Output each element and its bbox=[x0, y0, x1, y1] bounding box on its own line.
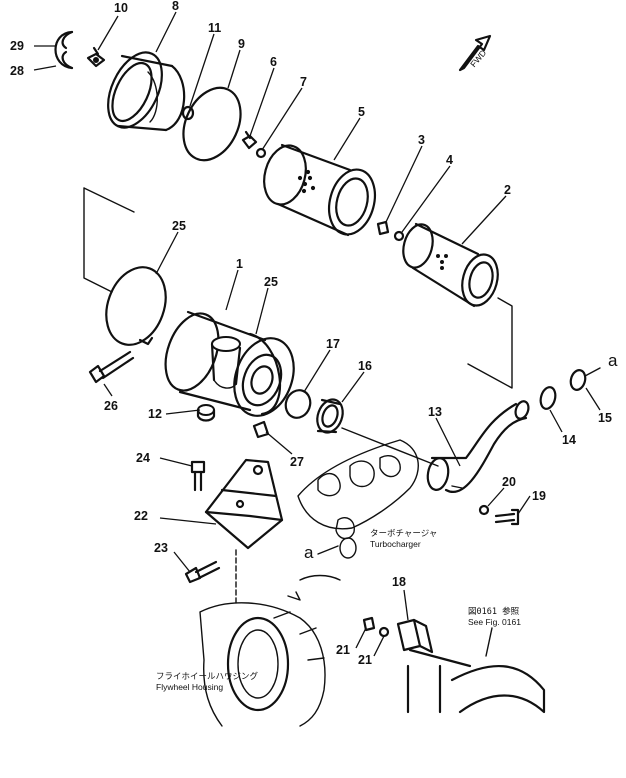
callout-27: 27 bbox=[290, 455, 304, 469]
callout-28: 28 bbox=[10, 64, 24, 78]
callout-15: 15 bbox=[598, 411, 612, 425]
callout-7: 7 bbox=[300, 75, 307, 89]
wing-nut-part-6 bbox=[241, 130, 258, 150]
hose-part-16 bbox=[316, 398, 344, 434]
callout-3: 3 bbox=[418, 133, 425, 147]
valve-part-27 bbox=[252, 420, 270, 439]
leader-lines bbox=[33, 11, 601, 657]
callout-17: 17 bbox=[326, 337, 340, 351]
callout-5: 5 bbox=[358, 105, 365, 119]
bolt-part-19 bbox=[494, 508, 520, 526]
bolt-part-23 bbox=[184, 560, 221, 584]
callout-23: 23 bbox=[154, 541, 168, 555]
callout-18: 18 bbox=[392, 575, 406, 589]
bracket-part-22 bbox=[204, 458, 284, 550]
svg-text:FWD: FWD bbox=[468, 48, 488, 69]
washer-part-21 bbox=[478, 504, 490, 516]
callout-19: 19 bbox=[532, 489, 546, 503]
air-cleaner-body-part bbox=[164, 310, 295, 417]
see-fig-label-jp: 図0161 参照 bbox=[468, 606, 520, 617]
turbocharger-label-en: Turbocharger bbox=[370, 539, 421, 549]
nut-part-3 bbox=[376, 220, 390, 236]
turbocharger-assembly bbox=[287, 439, 419, 601]
callout-20: 21 bbox=[336, 643, 350, 657]
nut-part-20 bbox=[362, 616, 376, 632]
bolt-part-24 bbox=[190, 460, 206, 492]
callout-12: 12 bbox=[148, 407, 162, 421]
callout-16: 16 bbox=[358, 359, 372, 373]
connection-a-line-left bbox=[317, 545, 339, 555]
flywheel-housing bbox=[199, 602, 326, 727]
fig-0161-partial bbox=[450, 664, 546, 714]
outer-filter-element-part bbox=[263, 143, 377, 237]
callout-4: 4 bbox=[446, 153, 453, 167]
fwd-direction-arrow: FWD bbox=[458, 34, 492, 72]
band-clamp-part bbox=[105, 266, 167, 346]
hose-part-14 bbox=[539, 386, 557, 410]
inner-filter-element-part bbox=[402, 222, 499, 308]
callout-6: 6 bbox=[270, 55, 277, 69]
flywheel-label-jp: フライホイールハウジング bbox=[156, 671, 259, 682]
connection-a-marker-left: a bbox=[304, 543, 314, 562]
callout-10: 10 bbox=[114, 1, 128, 15]
see-fig-label-en: See Fig. 0161 bbox=[468, 617, 521, 627]
connection-a-marker-right: a bbox=[608, 351, 618, 370]
connection-a-line-right bbox=[584, 367, 601, 377]
air-cleaner-cover-part bbox=[107, 51, 186, 132]
reference-bracket-lines bbox=[83, 187, 135, 293]
washer-part-21b bbox=[378, 626, 390, 638]
mounting-structure bbox=[406, 648, 472, 714]
see-fig-leader bbox=[485, 627, 493, 657]
callout-24: 24 bbox=[136, 451, 150, 465]
callout-13: 13 bbox=[428, 405, 442, 419]
clamp-part-15 bbox=[569, 369, 587, 391]
callout-22: 22 bbox=[134, 509, 148, 523]
callout-26: 26 bbox=[104, 399, 118, 413]
callout-11: 11 bbox=[208, 21, 221, 35]
callout-9: 9 bbox=[238, 37, 245, 51]
bracket-part-18 bbox=[396, 618, 434, 654]
bolt-part-26 bbox=[88, 350, 135, 384]
callout-8: 8 bbox=[172, 0, 179, 13]
callout-1: 1 bbox=[236, 257, 243, 271]
cap-part-12 bbox=[196, 404, 216, 422]
callout-25-left: 25 bbox=[172, 219, 186, 233]
washer-part-7 bbox=[255, 147, 267, 159]
washer-part-4 bbox=[393, 230, 405, 242]
elbow-pipe-part bbox=[426, 400, 530, 493]
o-ring-part bbox=[181, 105, 195, 121]
callout-29: 29 bbox=[10, 39, 24, 53]
callout-21-upper: 20 bbox=[502, 475, 516, 489]
callout-25-body: 25 bbox=[264, 275, 278, 289]
reference-bracket-lines-right bbox=[467, 297, 513, 389]
gasket-ring-part bbox=[182, 86, 242, 162]
hose-clamp-part-17 bbox=[284, 389, 312, 419]
turbocharger-label-jp: ターボチャージャ bbox=[370, 529, 437, 539]
callout-14: 14 bbox=[562, 433, 576, 447]
centerline bbox=[341, 427, 439, 467]
clip-ring-part bbox=[54, 30, 74, 70]
callout-21-lower: 21 bbox=[358, 653, 372, 667]
wing-nut-part bbox=[86, 46, 106, 68]
flywheel-label-en: Flywheel Housing bbox=[156, 682, 223, 692]
callout-2: 2 bbox=[504, 183, 511, 197]
